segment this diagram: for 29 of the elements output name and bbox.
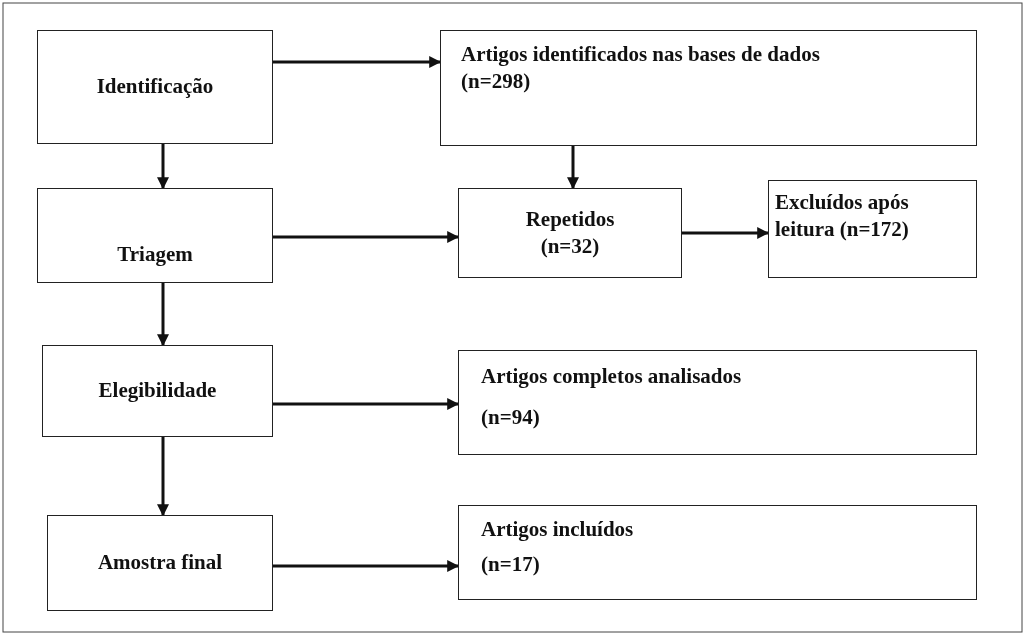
process-box — [42, 345, 273, 437]
box-text: (n=94) — [481, 404, 540, 432]
box-text: Amostra final — [97, 549, 223, 577]
arrow — [682, 227, 770, 239]
box-text: Repetidos (n=32) — [524, 205, 616, 260]
process-box — [768, 180, 977, 278]
box-text: Triagem — [117, 240, 193, 268]
box-text: Artigos completos analisados — [481, 363, 742, 390]
process-box — [458, 350, 977, 455]
process-box — [37, 188, 273, 283]
process-box — [47, 515, 273, 611]
process-box — [37, 30, 273, 144]
arrow — [157, 437, 169, 517]
arrow — [273, 398, 460, 410]
arrow — [157, 283, 169, 347]
arrow — [273, 56, 442, 68]
process-box — [458, 188, 682, 278]
process-box — [458, 505, 977, 600]
arrow — [273, 560, 460, 572]
box-text: Excluídos após leitura (n=172) — [775, 189, 910, 244]
box-text: Elegibilidade — [98, 377, 217, 405]
box-text: Identificação — [96, 73, 214, 101]
arrow — [567, 146, 579, 190]
process-box — [440, 30, 977, 146]
box-text: Artigos identificados nas bases de dados (n=298) — [461, 41, 821, 96]
box-text: Artigos incluídos — [481, 516, 634, 543]
arrow — [273, 231, 460, 243]
box-text: (n=17) — [481, 551, 540, 579]
arrow — [157, 144, 169, 190]
